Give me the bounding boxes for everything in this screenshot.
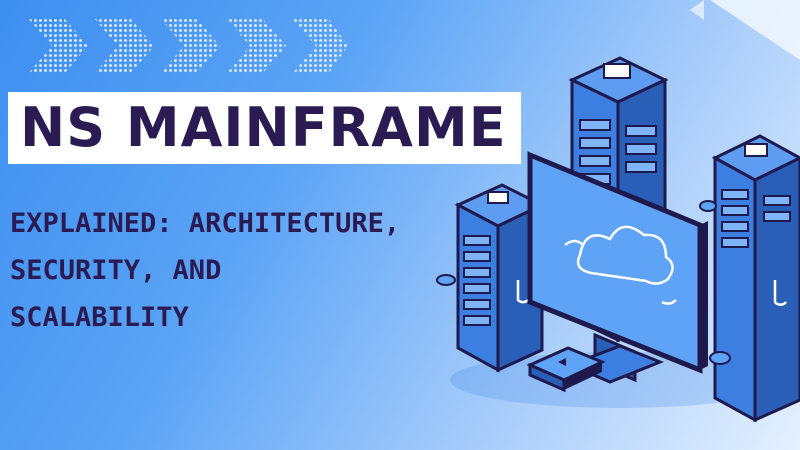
subtitle-line: SECURITY, AND [10,255,222,286]
server-tower-icon [711,134,800,423]
subtitle-line: EXPLAINED: ARCHITECTURE, [10,208,401,239]
mainframe-illustration [436,56,800,423]
subtitle: EXPLAINED: ARCHITECTURE, SECURITY, AND S… [10,200,440,341]
title-box: NS MAINFRAME [8,92,521,164]
router-icon [526,346,606,393]
chevron-arrows-icon [28,18,348,74]
subtitle-line: SCALABILITY [10,302,189,333]
page-title: NS MAINFRAME [20,96,507,159]
cloud-icon [564,225,677,305]
corner-decoration [690,0,800,60]
monitor-icon [527,151,708,384]
